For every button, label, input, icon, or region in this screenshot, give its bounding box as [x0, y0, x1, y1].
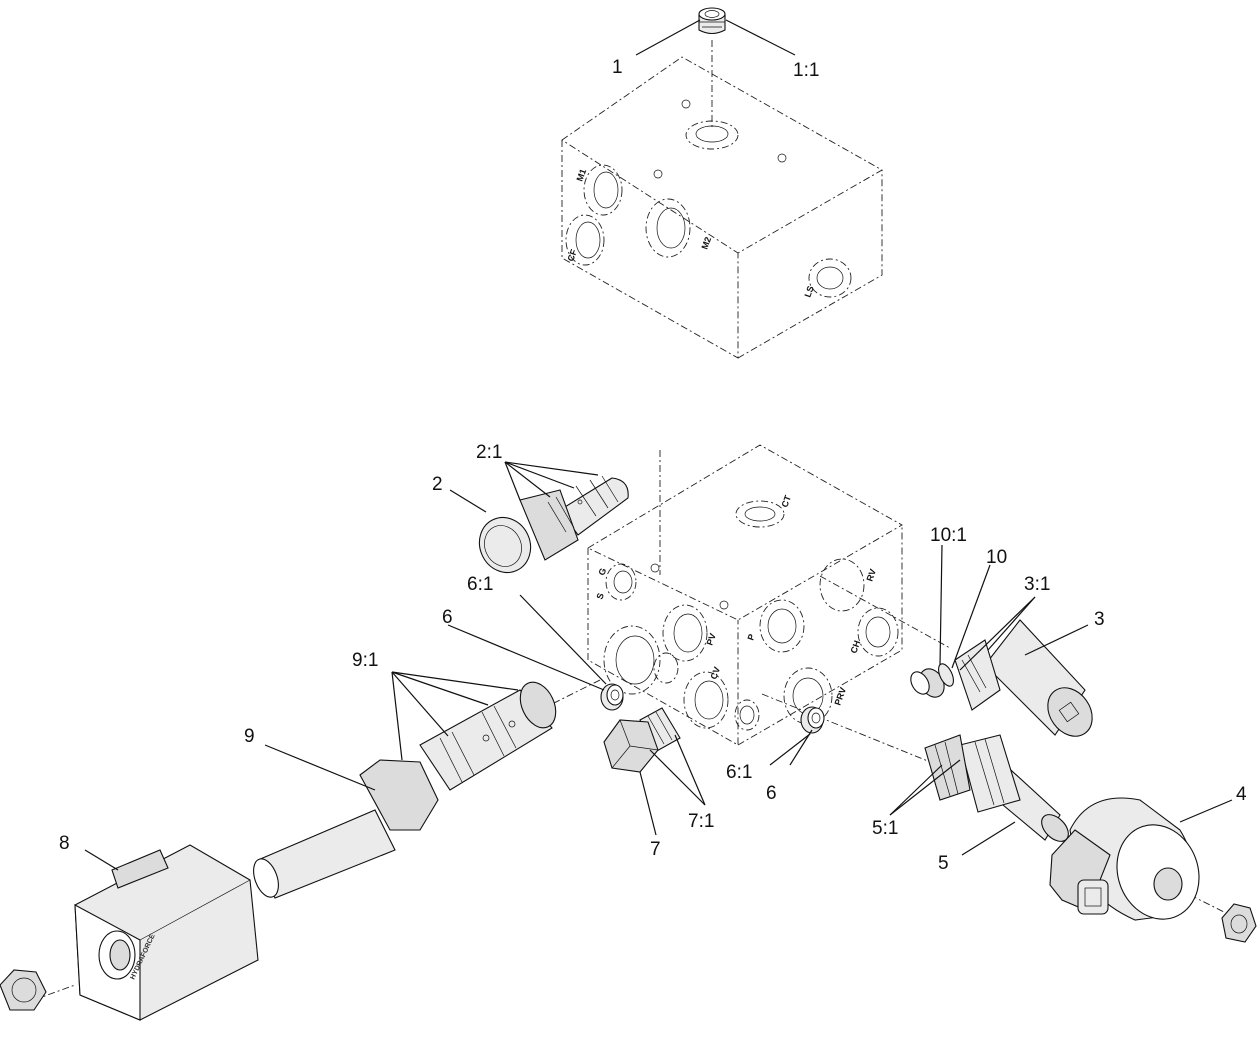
callout-labels: 1 1:1 2 2:1 6:1 6 9:1 9 8 7 7:1 6:1 6 10… — [59, 57, 1247, 874]
part-6-plug-left — [600, 683, 624, 711]
callout-6-right: 6 — [766, 783, 777, 804]
part-1-plug — [698, 7, 726, 35]
callout-8: 8 — [59, 833, 70, 854]
callout-9-1: 9:1 — [352, 650, 378, 671]
callout-5: 5 — [938, 853, 949, 874]
part-9-solenoid-cartridge — [253, 681, 557, 899]
port-label-s: S — [594, 592, 605, 601]
port-label-p: P — [745, 633, 756, 642]
callout-1-1: 1:1 — [793, 60, 819, 81]
port-label-ls: LS — [802, 284, 815, 298]
hex-nut-left — [0, 969, 47, 1011]
callout-2-1: 2:1 — [476, 442, 502, 463]
callout-4: 4 — [1236, 784, 1247, 805]
callout-5-1: 5:1 — [872, 818, 898, 839]
callout-7: 7 — [650, 839, 661, 860]
callout-6-1-right: 6:1 — [726, 762, 752, 783]
lower-manifold-block: G S PV CV P PRV CH RV CT — [19, 444, 1241, 1006]
port-label-m1: M1 — [574, 168, 588, 183]
callout-9: 9 — [244, 726, 255, 747]
callout-1: 1 — [612, 57, 623, 78]
callout-10-1: 10:1 — [930, 525, 967, 546]
part-7-relief-valve — [603, 707, 681, 773]
port-label-m2: M2 — [699, 236, 713, 251]
hex-nut-right — [1221, 903, 1257, 943]
callout-2: 2 — [432, 474, 443, 495]
part-5-solenoid-cartridge — [924, 734, 1069, 842]
leader-lines — [84, 19, 1233, 871]
callout-7-1: 7:1 — [688, 811, 714, 832]
part-10-seal — [938, 663, 954, 687]
part-8-solenoid-coil: HYDRAFORCE — [74, 844, 259, 1021]
port-label-g: G — [596, 567, 608, 577]
callout-10: 10 — [986, 547, 1007, 568]
part-2-cartridge-valve — [478, 475, 629, 574]
callout-3: 3 — [1094, 609, 1105, 630]
upper-manifold-block: M1 CF M2 LS — [561, 40, 883, 359]
callout-3-1: 3:1 — [1024, 574, 1050, 595]
port-label-pv: PV — [704, 632, 718, 647]
port-label-ch: CH — [848, 639, 862, 655]
port-label-rv: RV — [864, 568, 878, 583]
port-label-cv: CV — [708, 666, 722, 681]
part-6-plug-right — [800, 706, 825, 734]
callout-6-left: 6 — [442, 607, 453, 628]
part-4-solenoid-coil — [1049, 797, 1200, 921]
part-3-cartridge-valve — [910, 619, 1093, 737]
port-label-cf: CF — [565, 248, 579, 263]
callout-6-1-left: 6:1 — [467, 574, 493, 595]
port-label-ct: CT — [779, 494, 793, 509]
